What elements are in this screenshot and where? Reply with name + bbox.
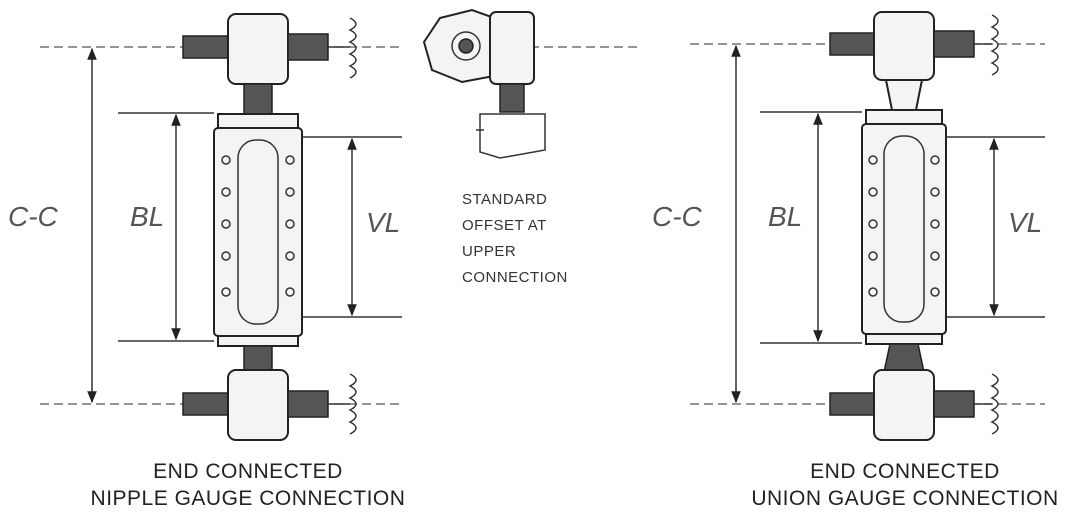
- right-caption-line1: END CONNECTED: [810, 460, 1000, 483]
- upper-stem-nut: [287, 33, 329, 61]
- sight-glass: [861, 109, 947, 345]
- glass-window: [237, 139, 279, 325]
- bl-label: BL: [130, 201, 164, 232]
- upper-inlet-nut: [829, 32, 875, 56]
- offset-note-line3: UPPER: [462, 243, 516, 260]
- upper-union: [884, 79, 924, 111]
- lower-valve: [182, 345, 357, 441]
- cc-label: C-C: [8, 201, 59, 232]
- lower-valve: [829, 343, 999, 441]
- upper-valve-body: [227, 13, 289, 85]
- upper-inlet-nut: [182, 35, 229, 59]
- offset-nipple: [499, 83, 525, 113]
- bl-dimension: [118, 112, 214, 342]
- lower-valve-body: [227, 369, 289, 441]
- glass-window: [883, 135, 925, 323]
- lower-nipple: [243, 345, 273, 373]
- vl-label: VL: [1008, 207, 1042, 238]
- upper-valve: [182, 13, 357, 115]
- lower-stem-nut: [287, 390, 329, 418]
- lower-stem-nut: [933, 390, 975, 418]
- left-caption-line2: NIPPLE GAUGE CONNECTION: [91, 487, 406, 510]
- union-gauge-assembly: C-C BL VL END CONNECTED UNION GAUGE CONN…: [652, 11, 1058, 510]
- vl-dimension: [946, 136, 1045, 318]
- lower-inlet-nut: [829, 392, 875, 416]
- offset-detail: STANDARD OFFSET AT UPPER CONNECTION: [422, 8, 640, 286]
- gauge-body: [213, 127, 303, 337]
- offset-glass-top: [479, 113, 546, 159]
- handwheel-hub: [458, 38, 474, 54]
- lower-handwheel: [348, 373, 357, 435]
- right-caption-line2: UNION GAUGE CONNECTION: [751, 487, 1058, 510]
- nipple-gauge-assembly: C-C BL VL END CONNECTED NIPPLE GAUGE CON…: [8, 13, 406, 510]
- bolt-holes: [221, 155, 295, 297]
- gauge-body: [861, 123, 947, 335]
- lower-valve-body: [873, 369, 935, 441]
- upper-valve: [829, 11, 999, 111]
- cc-label: C-C: [652, 201, 703, 232]
- offset-note-line4: CONNECTION: [462, 269, 568, 286]
- lower-inlet-nut: [182, 392, 229, 416]
- bolt-holes: [868, 155, 940, 297]
- vl-label: VL: [366, 207, 400, 238]
- offset-note-line2: OFFSET AT: [462, 217, 547, 234]
- offset-valve-body: [489, 11, 535, 85]
- offset-note-line1: STANDARD: [462, 191, 547, 208]
- lower-union: [883, 343, 925, 373]
- upper-handwheel: [348, 17, 357, 79]
- upper-nipple: [243, 83, 273, 115]
- left-caption-line1: END CONNECTED: [153, 460, 343, 483]
- lower-handwheel: [990, 373, 999, 435]
- upper-valve-body: [873, 11, 935, 81]
- bl-dimension: [760, 111, 862, 344]
- vl-dimension: [302, 136, 402, 318]
- bl-label: BL: [768, 201, 802, 232]
- upper-handwheel: [990, 14, 999, 76]
- upper-stem-nut: [933, 30, 975, 58]
- sight-glass: [213, 113, 303, 347]
